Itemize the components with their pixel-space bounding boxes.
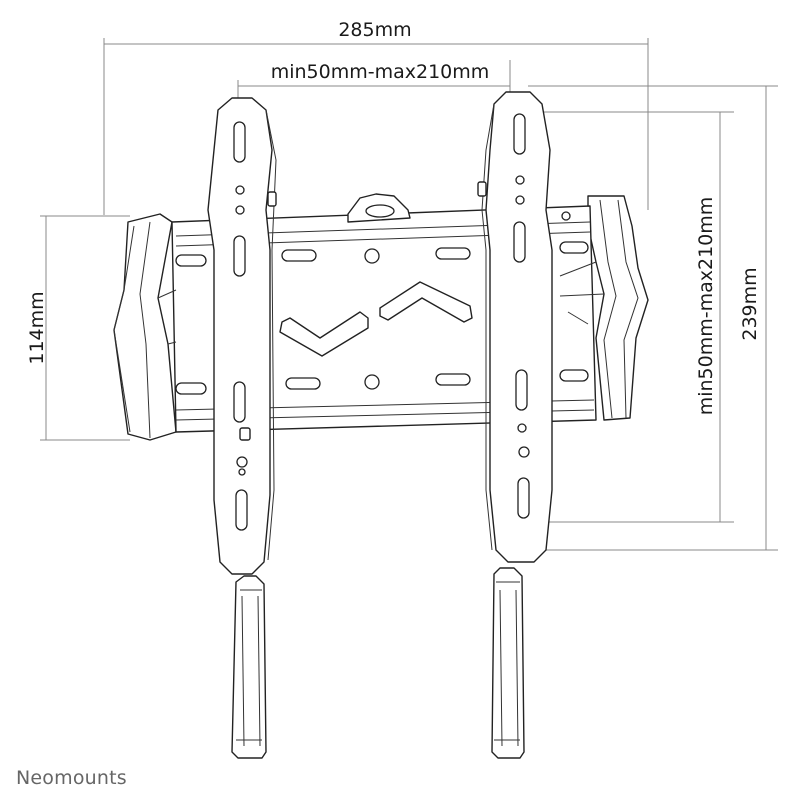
right-arm [477, 91, 553, 563]
brand-logo: Neomounts [16, 767, 127, 789]
left-arm-slots [233, 121, 248, 531]
left-end-cap [113, 213, 177, 441]
dim-wall-plate-height: 114mm [26, 291, 48, 364]
right-arm-slots [513, 113, 530, 519]
right-pull-strap [491, 567, 525, 759]
right-chevron [379, 281, 473, 323]
right-arm-body [485, 91, 553, 563]
dim-overall-height: 239mm [739, 267, 761, 340]
wall-plate [113, 193, 649, 441]
dim-vesa-vertical: min50mm-max210mm [695, 197, 717, 416]
plate-slots [175, 241, 589, 395]
right-end-cap [587, 195, 649, 421]
dimension-lines [40, 38, 778, 551]
left-chevron [279, 311, 369, 357]
left-arm-body [207, 97, 273, 575]
left-arm [207, 97, 277, 575]
dim-vesa-horizontal: min50mm-max210mm [271, 61, 490, 83]
left-pull-strap [231, 575, 267, 759]
dim-overall-width: 285mm [338, 19, 411, 41]
